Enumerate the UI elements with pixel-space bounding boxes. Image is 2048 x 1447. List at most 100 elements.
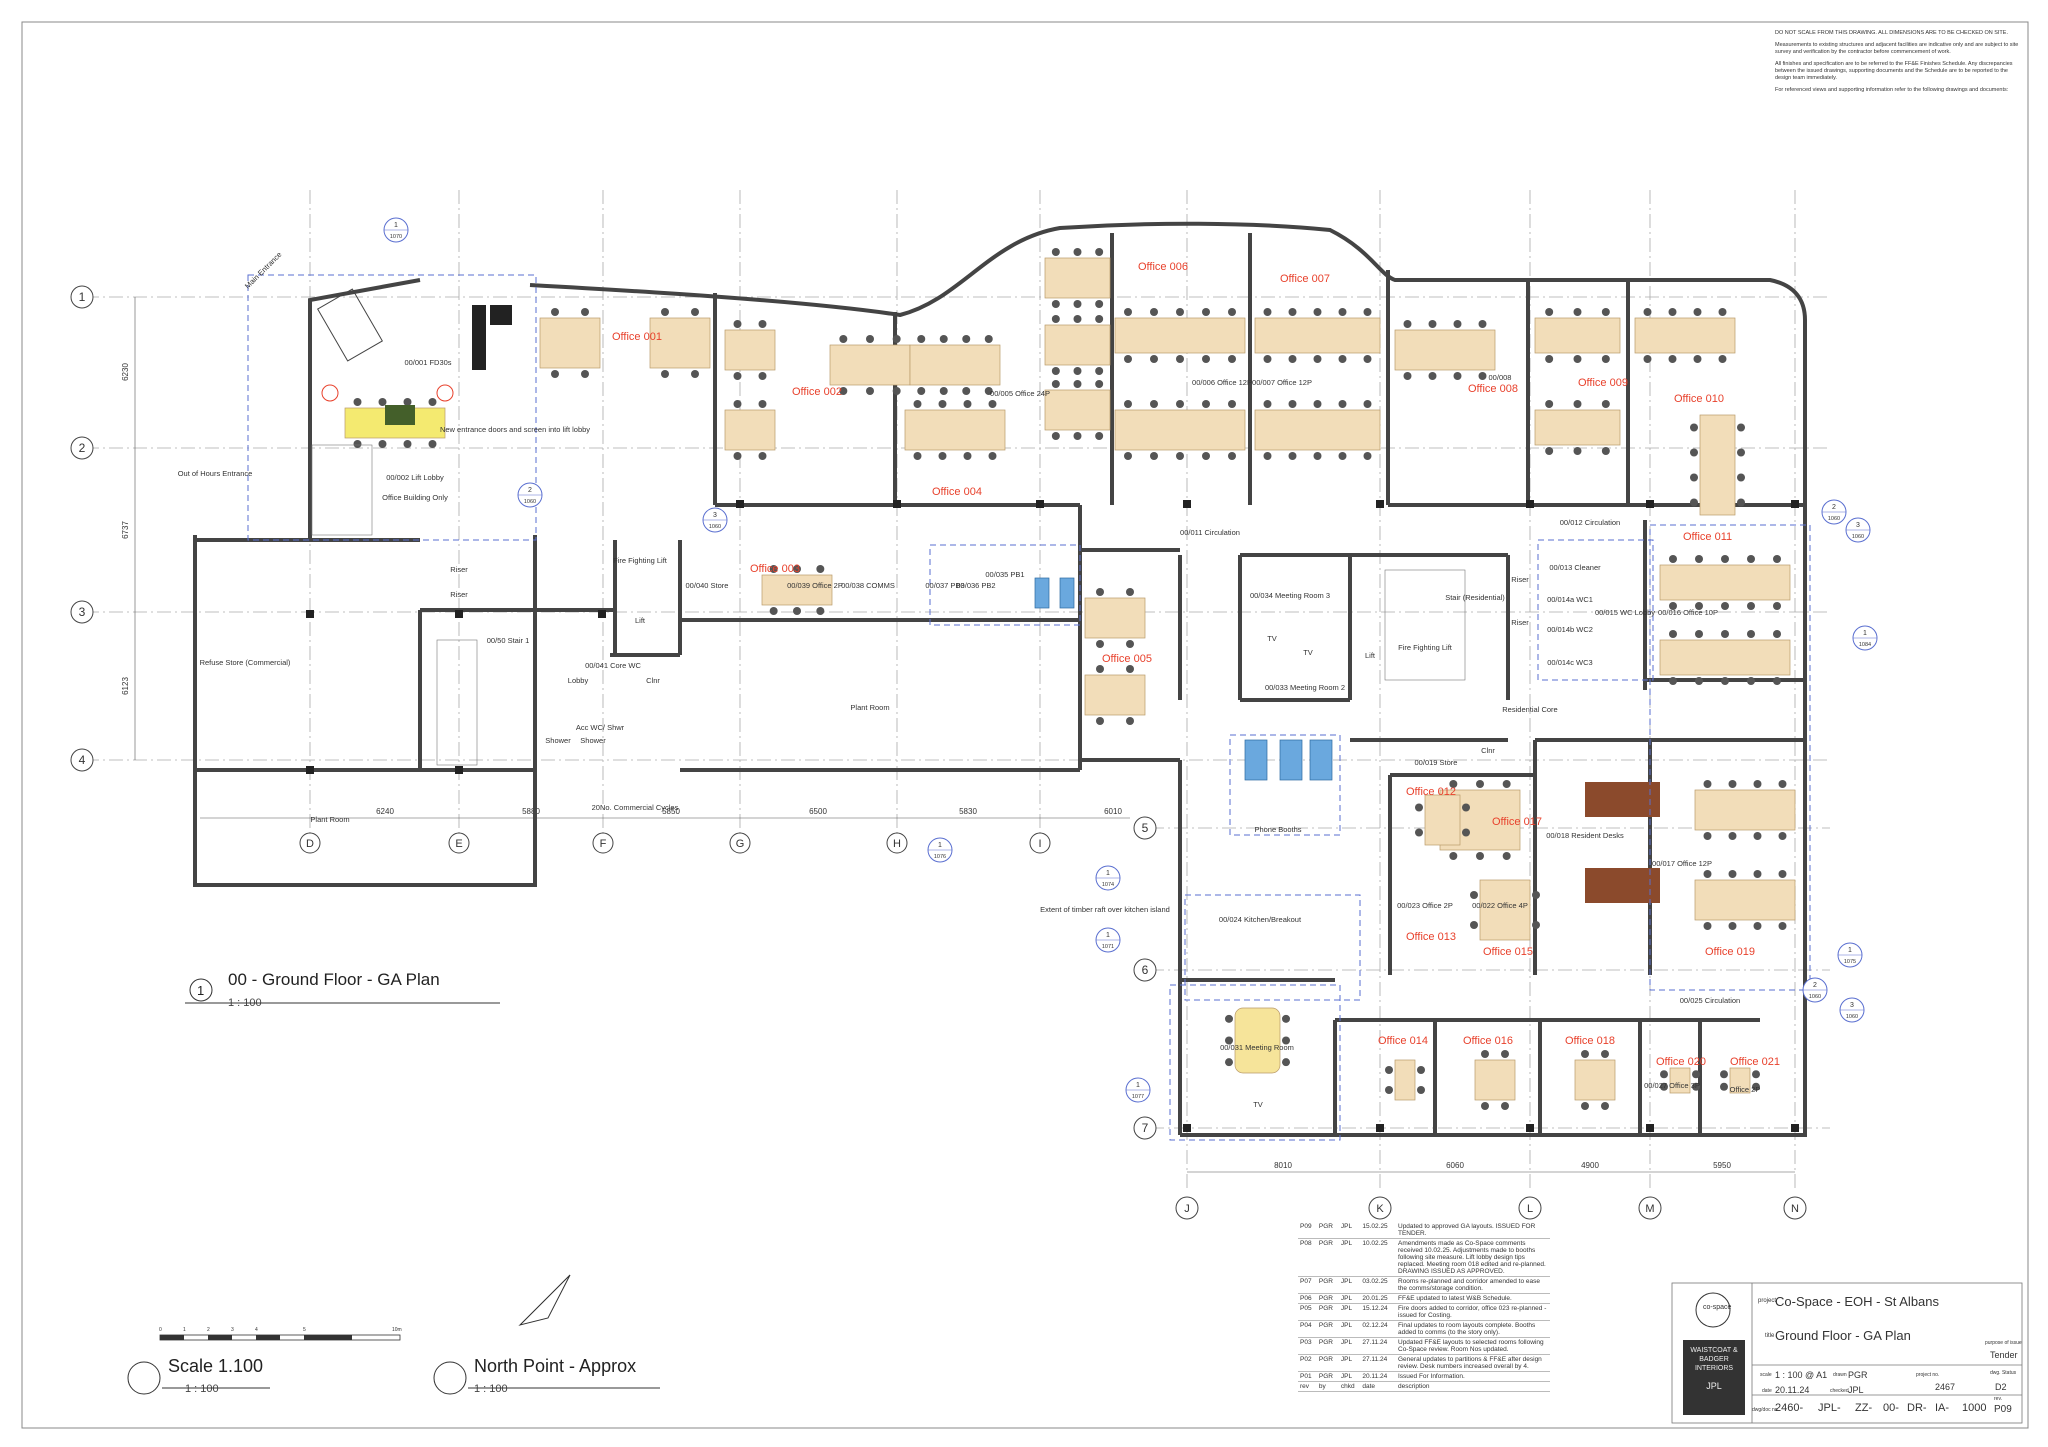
chair	[1532, 921, 1540, 929]
chair	[1470, 891, 1478, 899]
room-lbl-12: 00/014c WC3	[1547, 658, 1592, 667]
chair	[1338, 400, 1347, 408]
north-arrow	[433, 1274, 660, 1395]
revision-by: PGR	[1316, 1320, 1339, 1338]
chair	[1176, 355, 1184, 363]
view-main-title: 00 - Ground Floor - GA Plan	[228, 970, 440, 989]
office-011: Office 011	[1683, 531, 1732, 543]
chair	[1692, 1082, 1700, 1091]
chair	[1096, 640, 1104, 648]
room-lbl-8: 00/012 Circulation	[1560, 518, 1620, 527]
revision-rev: P04	[1298, 1320, 1317, 1338]
chair	[1501, 1102, 1509, 1110]
revision-desc: Final updates to room layouts complete. …	[1396, 1320, 1550, 1338]
chair	[1417, 1066, 1425, 1074]
section-marker-ref: 1060	[1846, 1014, 1858, 1020]
project-no-label: project no.	[1916, 1372, 1940, 1378]
section-marker-ref: 1074	[1102, 882, 1114, 888]
revision-date: 15.02.25	[1360, 1222, 1396, 1239]
room-lbl-48: Acc WC/ Shwr	[576, 723, 625, 732]
chair	[839, 335, 848, 343]
chair	[1720, 1070, 1728, 1079]
note-2: Measurements to existing structures and …	[1775, 42, 2019, 55]
chair	[1051, 367, 1060, 375]
chair	[1282, 1058, 1290, 1067]
office-007: Office 007	[1280, 273, 1330, 285]
room-lbl-50: Shower	[580, 736, 606, 745]
chair	[1545, 355, 1554, 363]
section-marker-ref: 1075	[1844, 959, 1856, 965]
scale-tick-3: 3	[231, 1327, 234, 1333]
chair	[1176, 400, 1184, 408]
chair	[1753, 832, 1762, 840]
grid-col-f: F	[600, 838, 607, 850]
chair	[1703, 832, 1712, 840]
grid-col-d: D	[306, 838, 314, 850]
project-label: project	[1758, 1298, 1777, 1304]
section-marker-number: 2	[1813, 982, 1817, 989]
chair	[581, 370, 589, 378]
chair	[1660, 1070, 1668, 1079]
chair	[1225, 1014, 1233, 1023]
room-lbl-37: Riser	[1511, 575, 1529, 584]
chair	[1532, 891, 1540, 899]
room-lbl-44: Residential Core	[1502, 705, 1557, 714]
scale-tick-6: 10m	[392, 1327, 402, 1333]
chair	[1478, 320, 1487, 328]
chair	[793, 565, 801, 573]
grid-row-3: 3	[79, 605, 86, 619]
chair	[913, 452, 922, 460]
chair	[1728, 922, 1737, 930]
office-020: Office 020	[1656, 1056, 1706, 1068]
chair	[1363, 308, 1372, 316]
revision-chk: JPL	[1338, 1293, 1361, 1304]
revision-desc: Updated FF&E layouts to selected rooms f…	[1396, 1337, 1550, 1355]
chair	[551, 370, 559, 378]
chair	[1385, 1086, 1393, 1094]
room-lbl-52: Plant Room	[850, 703, 889, 712]
chair	[1481, 1050, 1489, 1058]
dim-vert-3: 6123	[121, 677, 130, 695]
office-013: Office 013	[1406, 931, 1456, 943]
chair	[1601, 447, 1610, 455]
chair	[938, 452, 947, 460]
cospace-logo-ring	[1695, 1292, 1731, 1328]
chair	[1601, 1050, 1609, 1058]
chair	[1737, 473, 1745, 482]
chair	[1747, 555, 1755, 563]
room-lbl-46: Clnr	[646, 676, 660, 685]
chair	[963, 400, 972, 408]
chair	[1545, 447, 1554, 455]
chair	[1313, 452, 1322, 460]
date-label: date	[1762, 1388, 1772, 1394]
chair	[1385, 1066, 1393, 1074]
dim-top-1: 6240	[376, 807, 394, 816]
chair	[378, 398, 387, 406]
dwg-part-6: IA-	[1935, 1402, 1950, 1414]
chair	[1202, 452, 1210, 460]
project-no-value: 2467	[1935, 1382, 1956, 1392]
chair	[1225, 1058, 1233, 1067]
chair	[1462, 828, 1470, 837]
section-marker-ref: 1070	[390, 234, 402, 240]
dim-top-5: 5830	[959, 807, 977, 816]
chair	[1150, 308, 1158, 316]
chair	[1693, 355, 1702, 363]
section-marker-number: 2	[1832, 504, 1836, 511]
section-marker-number: 1	[1848, 947, 1852, 954]
chair	[1476, 852, 1484, 860]
chair	[1415, 803, 1423, 812]
office-021: Office 021	[1730, 1056, 1780, 1068]
chair	[1581, 1102, 1589, 1110]
revision-desc: Updated to approved GA layouts. ISSUED F…	[1396, 1222, 1550, 1239]
scale-label: scale	[1760, 1372, 1772, 1378]
dim-bot-3: 4900	[1581, 1161, 1599, 1170]
chair	[1720, 1082, 1728, 1091]
revision-desc: General updates to partitions & FF&E aft…	[1396, 1354, 1550, 1372]
project-name: Co-Space - EOH - St Albans	[1775, 1294, 1940, 1309]
chair	[892, 387, 901, 395]
chair	[403, 440, 412, 448]
